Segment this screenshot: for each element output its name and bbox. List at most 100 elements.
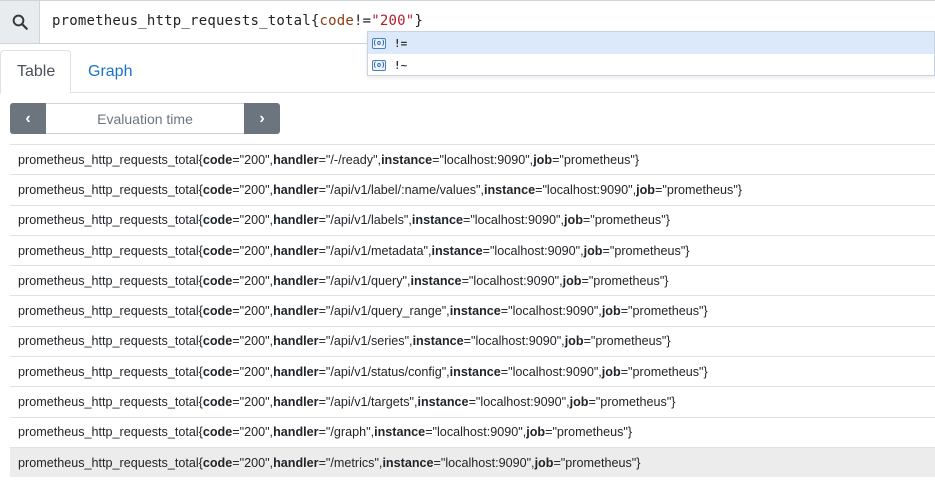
label-value: ="localhost:9090", — [462, 213, 564, 228]
label-key: code — [202, 364, 233, 379]
label-value: ="/api/v1/label/:name/values", — [318, 182, 484, 197]
label-key: handler — [273, 334, 319, 349]
label-value: ="localhost:9090", — [433, 455, 535, 470]
label-key: instance — [412, 334, 464, 349]
label-value: ="200", — [232, 364, 274, 379]
metric-name: prometheus_http_requests_total{ — [18, 455, 203, 470]
metric-name: prometheus_http_requests_total{ — [18, 425, 203, 440]
label-key: job — [569, 395, 589, 410]
label-key: code — [202, 182, 233, 197]
label-value: ="prometheus"} — [620, 304, 708, 319]
label-value: ="/graph", — [318, 425, 375, 440]
metric-name: prometheus_http_requests_total{ — [18, 213, 203, 228]
label-value: ="prometheus"} — [602, 243, 690, 258]
label-value: ="/api/v1/status/config", — [318, 364, 450, 379]
query-expression-input[interactable]: prometheus_http_requests_total{code!="20… — [52, 13, 423, 29]
table-row: prometheus_http_requests_total{code="200… — [10, 174, 935, 204]
label-key: job — [583, 243, 603, 258]
metric-name: prometheus_http_requests_total{ — [18, 273, 203, 288]
table-row: prometheus_http_requests_total{code="200… — [10, 144, 935, 174]
label-key: instance — [483, 182, 536, 197]
label-value: ="localhost:9090", — [482, 243, 584, 258]
label-value: ="prometheus"} — [620, 364, 708, 379]
label-value: ="/api/v1/query_range", — [318, 304, 450, 319]
metric-name: prometheus_http_requests_total{ — [18, 334, 203, 349]
label-value: ="localhost:9090", — [461, 273, 563, 288]
label-key: handler — [273, 152, 319, 167]
label-key: instance — [374, 425, 426, 440]
label-value: ="/api/v1/labels", — [318, 213, 412, 228]
metric-name: prometheus_http_requests_total{ — [18, 182, 203, 197]
query-label-name: code — [319, 13, 355, 29]
label-key: handler — [273, 304, 319, 319]
label-key: instance — [381, 152, 433, 167]
label-key: job — [601, 364, 621, 379]
label-key: code — [202, 152, 233, 167]
label-key: handler — [273, 364, 319, 379]
label-value: ="localhost:9090", — [468, 395, 570, 410]
label-key: instance — [382, 455, 434, 470]
metric-name: prometheus_http_requests_total{ — [18, 243, 203, 258]
label-key: job — [534, 455, 554, 470]
table-row: prometheus_http_requests_total{code="200… — [10, 386, 935, 416]
label-value: ="/-/ready", — [318, 152, 382, 167]
label-value: ="prometheus"} — [655, 182, 743, 197]
tab-graph[interactable]: Graph — [88, 62, 133, 80]
label-value: ="200", — [232, 304, 274, 319]
evaluation-time-input[interactable]: Evaluation time — [46, 103, 244, 134]
autocomplete-item-label: !~ — [394, 58, 408, 72]
label-key: instance — [411, 213, 463, 228]
label-key: handler — [273, 395, 319, 410]
chevron-right-icon: › — [259, 109, 265, 127]
evaluation-time-control: ‹ Evaluation time › — [10, 103, 280, 134]
label-key: handler — [273, 273, 319, 288]
query-operator: != — [354, 13, 372, 29]
label-key: job — [564, 334, 584, 349]
table-row: prometheus_http_requests_total{code="200… — [10, 356, 935, 386]
search-icon — [12, 14, 28, 30]
label-value: ="/api/v1/query", — [318, 273, 411, 288]
label-key: instance — [449, 304, 501, 319]
label-value: ="prometheus"} — [582, 213, 670, 228]
label-value: ="localhost:9090", — [500, 304, 602, 319]
label-key: instance — [417, 395, 469, 410]
tab-table[interactable]: Table — [0, 50, 71, 94]
label-key: job — [562, 273, 582, 288]
table-row: prometheus_http_requests_total{code="200… — [10, 446, 935, 478]
label-key: code — [202, 213, 233, 228]
query-label-value: "200" — [371, 13, 415, 29]
label-key: code — [202, 395, 233, 410]
label-key: code — [202, 425, 233, 440]
table-row: prometheus_http_requests_total{code="200… — [10, 295, 935, 325]
table-row: prometheus_http_requests_total{code="200… — [10, 234, 935, 265]
autocomplete-item-neq[interactable]: (o) != — [368, 32, 934, 54]
eval-time-prev-button[interactable]: ‹ — [10, 103, 46, 134]
label-value: ="prometheus"} — [588, 395, 676, 410]
view-tabs: Table Graph — [0, 50, 935, 94]
label-value: ="200", — [232, 334, 274, 349]
label-key: code — [202, 273, 233, 288]
label-value: ="200", — [232, 213, 274, 228]
label-key: job — [636, 182, 655, 197]
label-value: ="prometheus"} — [583, 334, 671, 349]
label-value: ="prometheus"} — [553, 455, 641, 470]
execute-button[interactable] — [0, 1, 40, 43]
label-value: ="localhost:9090", — [500, 364, 602, 379]
eval-time-next-button[interactable]: › — [244, 103, 280, 134]
label-key: handler — [273, 213, 319, 228]
label-value: ="/metrics", — [318, 455, 383, 470]
label-value: ="localhost:9090", — [432, 152, 534, 167]
label-key: code — [202, 455, 233, 470]
label-value: ="localhost:9090", — [425, 425, 527, 440]
autocomplete-item-nregex[interactable]: (o) !~ — [368, 54, 934, 76]
label-key: code — [202, 243, 233, 258]
label-key: handler — [273, 243, 319, 258]
autocomplete-dropdown: (o) != (o) !~ — [367, 31, 935, 76]
label-key: code — [202, 304, 233, 319]
label-key: job — [601, 304, 621, 319]
label-key: job — [526, 425, 546, 440]
label-value: ="200", — [232, 152, 274, 167]
query-open-brace: { — [310, 13, 320, 29]
autocomplete-item-label: != — [394, 36, 408, 50]
label-key: job — [564, 213, 583, 228]
